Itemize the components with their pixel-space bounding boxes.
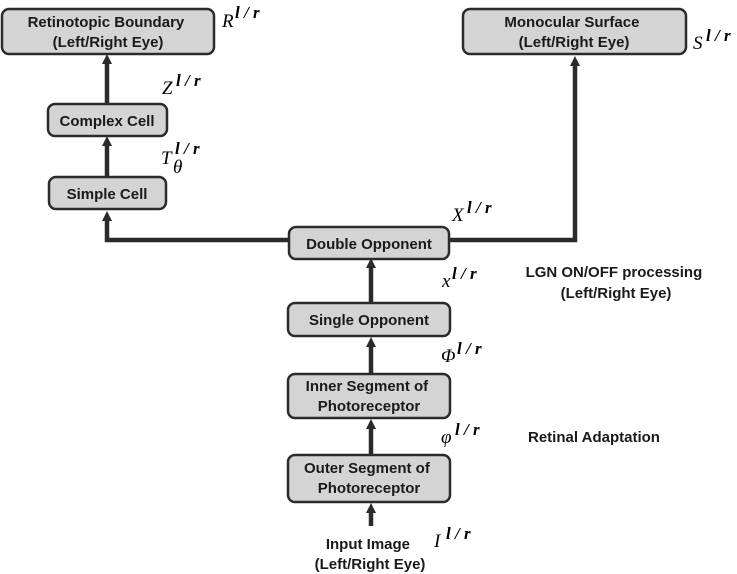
retinotopic-boundary-line1: Retinotopic Boundary: [28, 14, 185, 31]
svg-text:Monocular Surface (Left/: Monocular Surface (Left/Right Eye): [504, 14, 643, 51]
symbol-S: S l / r: [693, 26, 731, 54]
symbol-phi-lower: φ l / r: [441, 420, 480, 448]
inner-segment-line1: Inner Segment of: [306, 378, 430, 395]
svg-text:Simple Cell: Simple Cell: [67, 186, 148, 203]
node-input-image: Input Image (Left/Right Eye): [315, 536, 426, 573]
annotation-lgn: LGN ON/OFF processing (Left/Right Eye): [526, 264, 707, 302]
outer-segment-line2: Photoreceptor: [318, 480, 421, 497]
symbol-R: R l / r: [221, 3, 260, 32]
simple-cell-label: Simple Cell: [67, 186, 148, 203]
svg-text:Retinotopic Boundary (Le: Retinotopic Boundary (Left/Right Eye): [28, 14, 189, 51]
arrow-double-to-simple: [102, 211, 289, 243]
svg-text:Input Image (Left/Right: Input Image (Left/Right Eye): [315, 536, 426, 573]
symbol-I: I l / r: [433, 524, 471, 552]
symbol-X-upper: X l / r: [451, 198, 492, 226]
node-retinotopic-boundary: Retinotopic Boundary (Left/Right Eye): [0, 7, 216, 56]
svg-text:Outer Segment of Photore: Outer Segment of Photoreceptor: [304, 460, 434, 497]
node-complex-cell: Complex Cell: [46, 102, 169, 138]
single-opponent-label: Single Opponent: [309, 312, 429, 329]
node-simple-cell: Simple Cell: [47, 175, 168, 211]
svg-text:Single Opponent: Single Opponent: [309, 312, 429, 329]
monocular-surface-line1: Monocular Surface: [504, 14, 639, 31]
symbol-T: T l / r θ: [161, 139, 204, 178]
complex-cell-label: Complex Cell: [59, 113, 154, 130]
input-image-line2: (Left/Right Eye): [315, 556, 426, 573]
annotation-retinal-adaptation: Retinal Adaptation: [528, 429, 660, 446]
symbol-Phi-upper: Φ l / r: [441, 339, 482, 367]
node-inner-segment: Inner Segment of Photoreceptor: [286, 372, 452, 420]
node-double-opponent: Double Opponent: [287, 225, 451, 261]
node-single-opponent: Single Opponent: [286, 301, 452, 338]
lgn-line1: LGN ON/OFF processing: [526, 264, 703, 281]
svg-text:Complex Cell: Complex Cell: [59, 113, 154, 130]
double-opponent-label: Double Opponent: [306, 236, 432, 253]
monocular-surface-line2: (Left/Right Eye): [519, 34, 630, 51]
inner-segment-line2: Photoreceptor: [318, 398, 421, 415]
retinotopic-boundary-line2: (Left/Right Eye): [53, 34, 164, 51]
input-image-line1: Input Image: [326, 536, 410, 553]
connectors: [102, 54, 580, 526]
svg-text:Inner Segment of Photore: Inner Segment of Photoreceptor: [306, 378, 433, 415]
lgn-line2: (Left/Right Eye): [561, 285, 672, 302]
svg-text:Double Opponent: Double Opponent: [306, 236, 432, 253]
arrow-double-to-surface: [449, 56, 580, 243]
node-monocular-surface: Monocular Surface (Left/Right Eye): [461, 7, 688, 56]
outer-segment-line1: Outer Segment of: [304, 460, 431, 477]
symbol-x-lower: x l / r: [441, 264, 477, 292]
node-outer-segment: Outer Segment of Photoreceptor: [286, 453, 452, 504]
symbol-Z: Z l / r: [162, 71, 201, 99]
